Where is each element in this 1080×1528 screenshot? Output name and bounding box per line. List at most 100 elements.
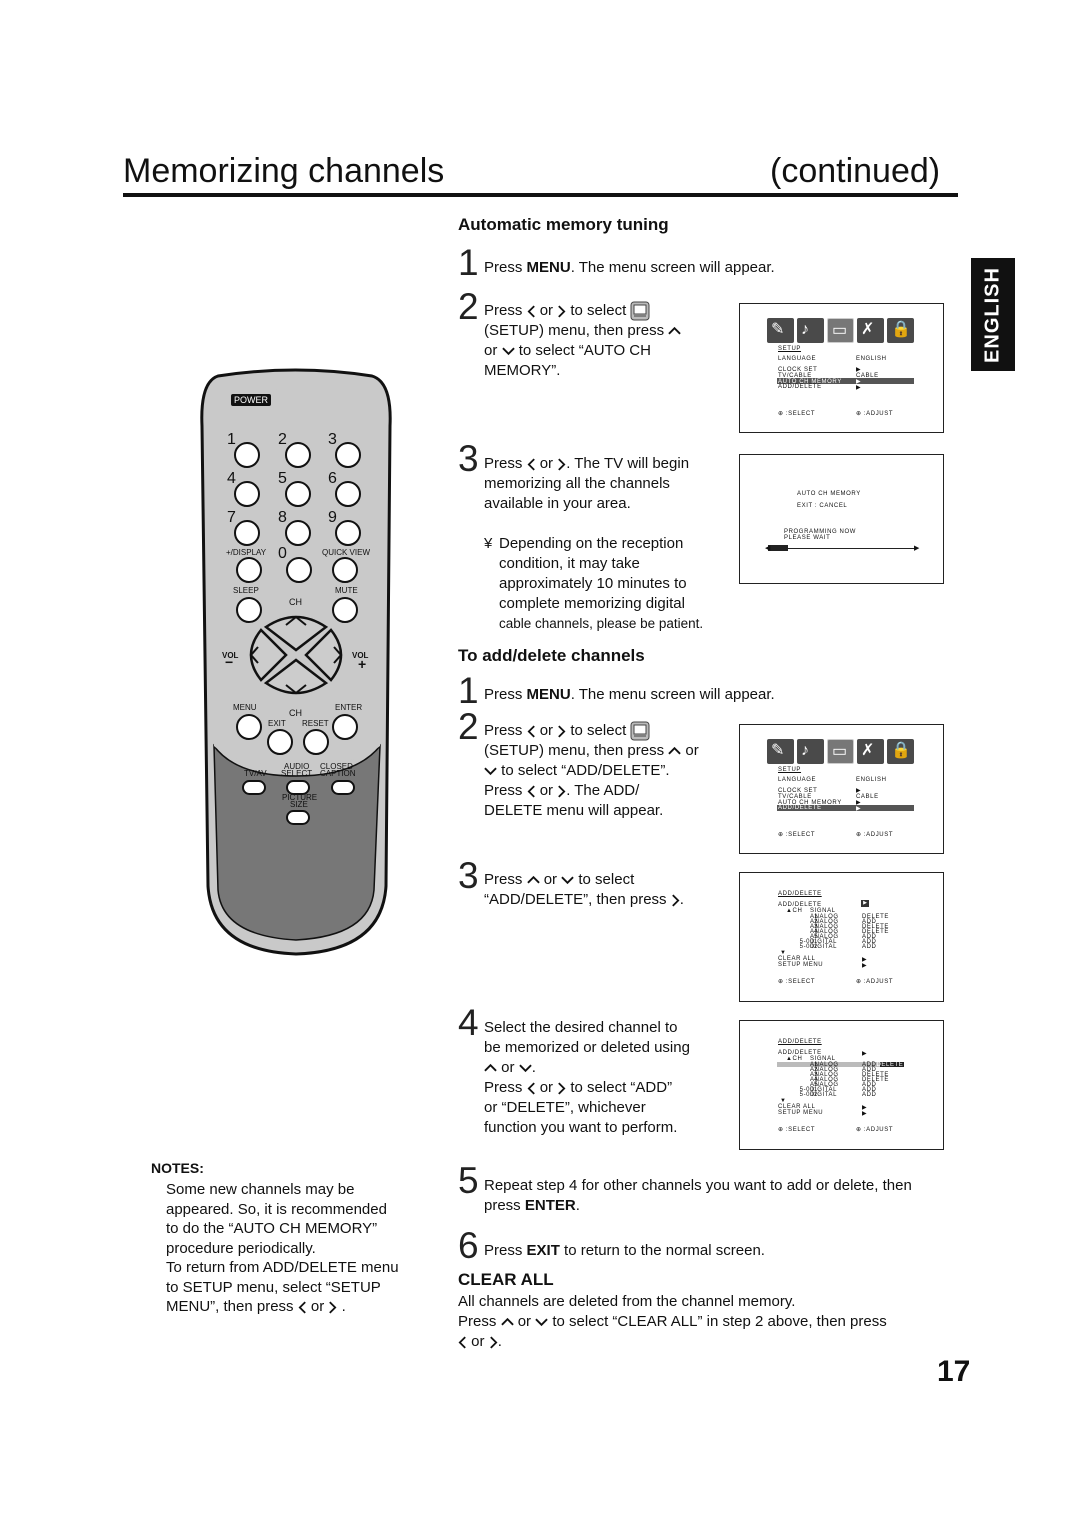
channel-number: 3	[814, 1072, 818, 1078]
quick-view-button[interactable]	[332, 557, 358, 583]
up-arrow-icon	[668, 746, 681, 756]
num-7-button[interactable]	[234, 520, 260, 546]
picture-size-button[interactable]	[286, 810, 310, 825]
power-button[interactable]: POWER	[231, 394, 272, 406]
exit-label: EXIT	[268, 719, 286, 728]
menu-button[interactable]	[236, 714, 262, 740]
num-0-button[interactable]	[286, 557, 312, 583]
screen-footer-left: ⊕ :SELECT	[778, 1127, 816, 1133]
channel-status: ADD	[862, 934, 877, 940]
channel-status: ADD	[862, 1082, 877, 1088]
num-1-button[interactable]	[234, 442, 260, 468]
num-label: 1	[227, 431, 236, 448]
selected-arrow-icon: ▶	[861, 900, 869, 907]
add-step3-text: Press or to select “ADD/DELETE”, then pr…	[484, 871, 684, 908]
num-label: 6	[328, 470, 337, 487]
screen-footer-right: ⊕ :ADJUST	[856, 1127, 894, 1133]
menu-icon-row: ✎♪▭✗🔒	[767, 318, 917, 348]
select-label: SELECT	[281, 769, 313, 778]
channel-signal: ANALOG	[810, 1072, 839, 1078]
right-arrow-icon	[489, 1336, 498, 1349]
channel-status: DELETE	[862, 1072, 889, 1078]
num-3-button[interactable]	[335, 442, 361, 468]
reset-button[interactable]	[303, 729, 329, 755]
display-button[interactable]	[236, 557, 262, 583]
row-arrow-icon: ▶	[862, 1051, 868, 1057]
progress-track	[768, 548, 916, 549]
screen-row-value: ▶	[856, 788, 862, 794]
language-tab: ENGLISH	[971, 258, 1015, 371]
row-arrow-icon: ▶	[862, 957, 868, 963]
screen-row-label: AUTO CH MEMORY	[778, 800, 842, 806]
num-5-button[interactable]	[285, 481, 311, 507]
num-4-button[interactable]	[234, 481, 260, 507]
num-label: 2	[278, 431, 287, 448]
screen-row-label: ADD/DELETE	[778, 902, 822, 908]
lock-icon: 🔒	[887, 739, 914, 764]
channel-status: ADD	[862, 1067, 877, 1073]
mute-button[interactable]	[332, 597, 358, 623]
clear-all-heading: CLEAR ALL	[458, 1270, 554, 1289]
num-6-button[interactable]	[335, 481, 361, 507]
channel-number: 5-001	[799, 1087, 818, 1093]
down-arrow-icon	[502, 346, 515, 356]
channel-number: 4	[814, 1077, 818, 1083]
channel-status: DELETE	[862, 1077, 889, 1083]
highlight-bar	[777, 805, 914, 811]
channel-signal: DIGITAL	[810, 944, 838, 950]
ch-label: CH	[289, 708, 302, 718]
screen-line: PLEASE WAIT	[784, 535, 831, 541]
channel-status: ADD	[862, 944, 877, 950]
plus-label: +	[358, 656, 367, 672]
screen-row-value: ENGLISH	[856, 356, 887, 362]
row-arrow-icon: ▶	[862, 1111, 868, 1117]
col-header: SIGNAL	[810, 1056, 836, 1062]
step-number: 2	[458, 286, 479, 327]
num-label: 3	[328, 431, 337, 448]
left-arrow-icon	[527, 305, 536, 318]
closed-caption-button[interactable]	[331, 780, 355, 795]
up-arrow-icon	[527, 875, 540, 885]
right-arrow-icon	[671, 894, 680, 907]
clear-all-text: All channels are deleted from the channe…	[458, 1293, 887, 1350]
menu-label: MENU	[233, 703, 257, 712]
up-arrow-icon	[668, 326, 681, 336]
setup-menu-screen-2: ✎♪▭✗🔒 SETUP LANGUAGE ENGLISH CLOCK SET ▶…	[739, 724, 944, 854]
channel-signal: ANALOG	[810, 1062, 839, 1068]
channel-signal: ANALOG	[810, 1067, 839, 1073]
channel-signal: ANALOG	[810, 924, 839, 930]
sleep-button[interactable]	[236, 597, 262, 623]
screen-title: ADD/DELETE	[778, 891, 822, 897]
right-arrow-icon	[557, 305, 566, 318]
enter-button[interactable]	[332, 714, 358, 740]
col-header: ▲CH	[786, 1056, 803, 1062]
audio-icon: ♪	[797, 318, 824, 343]
screen-title: ADD/DELETE	[778, 1039, 822, 1045]
audio-icon: ♪	[797, 739, 824, 764]
page-title: Memorizing channels	[123, 152, 445, 190]
screen-row-label: AUTO CH MEMORY	[778, 379, 842, 385]
screen-row-label: CLOCK SET	[778, 788, 818, 794]
down-arrow-icon	[535, 1317, 548, 1327]
screen-row-label: CLOCK SET	[778, 367, 818, 373]
lock-icon: 🔒	[887, 318, 914, 343]
up-arrow-icon	[484, 1063, 497, 1073]
num-9-button[interactable]	[335, 520, 361, 546]
step-number: 6	[458, 1225, 479, 1266]
step-number: 1	[458, 670, 479, 711]
num-8-button[interactable]	[285, 520, 311, 546]
channel-status: DELETE	[862, 924, 889, 930]
channel-signal: DIGITAL	[810, 1092, 838, 1098]
col-header: ▲CH	[786, 908, 803, 914]
caption-label: CAPTION	[320, 769, 356, 778]
audio-select-button[interactable]	[286, 780, 310, 795]
exit-button[interactable]	[267, 729, 293, 755]
add-delete-screen-2: ADD/DELETE ADD/DELETE ▶ ▲CH SIGNAL 1 ANA…	[739, 1020, 944, 1150]
channel-number: 2	[814, 919, 818, 925]
num-2-button[interactable]	[285, 442, 311, 468]
screen-row-label: CLEAR ALL	[778, 1104, 816, 1110]
vol-label: VOL	[222, 651, 239, 660]
channel-signal: ANALOG	[810, 914, 839, 920]
channel-number: 1	[814, 1062, 818, 1068]
tv-av-button[interactable]	[242, 780, 266, 795]
